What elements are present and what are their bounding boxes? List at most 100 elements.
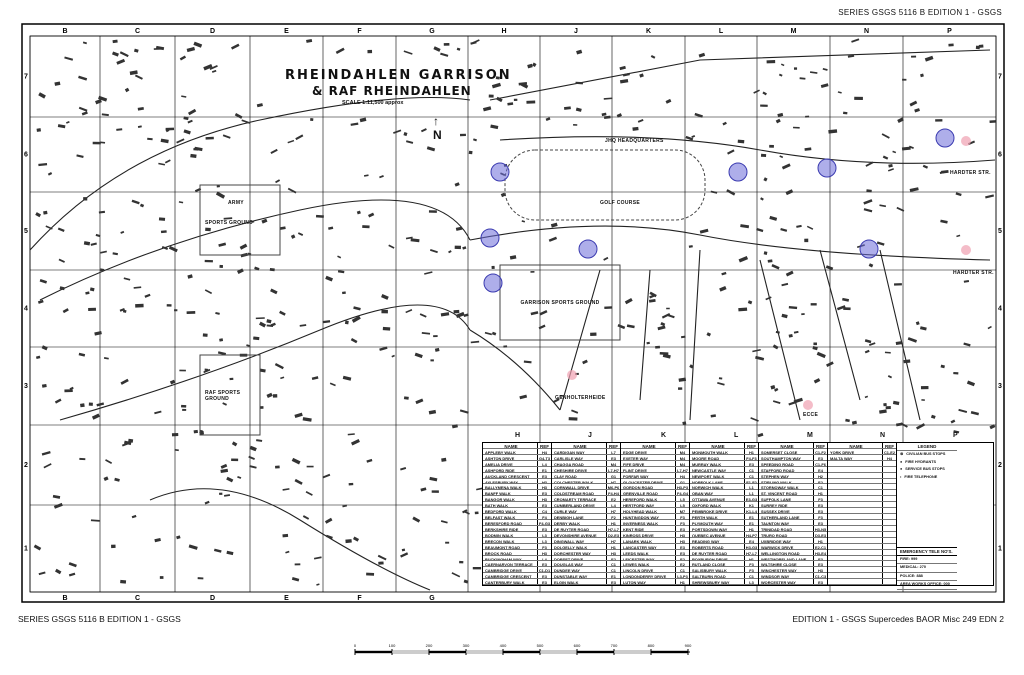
building	[843, 307, 851, 311]
grid-ref: C4	[542, 509, 547, 514]
grid-ref: E3	[818, 509, 823, 514]
building	[843, 111, 848, 115]
blue-location-marker[interactable]	[490, 162, 510, 182]
building	[112, 252, 118, 256]
street-name: ROXBURGH DRIVE	[690, 555, 745, 561]
building	[187, 108, 197, 116]
ref-header: REF	[609, 444, 618, 448]
grid-column-label: G	[429, 28, 435, 35]
street-name: CORNWALL DRIVE	[552, 484, 607, 490]
legend-label: SERVICE BUS STOPS	[905, 467, 945, 472]
grid-row-label-right: 4	[998, 306, 1002, 313]
blue-location-marker[interactable]	[817, 158, 837, 178]
building	[290, 234, 296, 239]
blue-location-marker[interactable]	[859, 239, 879, 259]
street-name: CARDIGAN WAY	[552, 448, 607, 454]
building	[772, 400, 781, 404]
index-row	[828, 472, 896, 479]
street-name: PERTH WALK	[690, 514, 745, 519]
grid-ref: E2	[680, 556, 685, 561]
building	[963, 342, 971, 347]
blue-location-marker[interactable]	[480, 228, 500, 248]
building	[545, 117, 551, 122]
building	[239, 243, 248, 250]
label-genholterheide: GENHOLTERHEIDE	[555, 395, 606, 401]
building	[248, 455, 255, 461]
street-name: APPLEBY WALK	[483, 448, 538, 454]
grid-ref: H3	[542, 550, 547, 555]
building	[876, 241, 885, 246]
building	[89, 287, 95, 292]
building	[231, 458, 239, 462]
building	[523, 360, 532, 364]
building	[112, 39, 118, 44]
building	[953, 430, 960, 434]
grid-row-label-right: 2	[998, 462, 1002, 469]
street-name: LONDONDERRY DRIVE	[621, 573, 676, 579]
building	[883, 402, 887, 407]
building	[484, 331, 493, 336]
building	[137, 125, 142, 128]
building	[38, 571, 46, 576]
pink-location-marker[interactable]	[803, 400, 813, 410]
building	[892, 150, 897, 154]
building	[95, 233, 101, 238]
street-name: TRURO ROAD	[759, 531, 814, 537]
building	[825, 265, 834, 271]
building	[155, 45, 165, 51]
scale-label: 200	[426, 643, 433, 648]
building	[193, 429, 199, 434]
building	[419, 313, 427, 318]
building	[778, 73, 783, 77]
building	[955, 192, 962, 197]
blue-location-marker[interactable]	[578, 239, 598, 259]
pink-location-marker[interactable]	[567, 370, 577, 380]
street-name: DOUGLAS WAY	[552, 561, 607, 567]
building	[428, 409, 437, 415]
building	[813, 342, 817, 346]
blue-location-marker[interactable]	[483, 273, 503, 293]
building	[459, 560, 464, 564]
building	[639, 73, 644, 78]
pink-location-marker[interactable]	[961, 245, 971, 255]
pink-location-marker[interactable]	[961, 136, 971, 146]
street-name: CANTERBURY WALK	[483, 579, 538, 585]
grid-ref: H3	[680, 532, 685, 537]
index-grid-letter: P	[953, 432, 958, 439]
north-arrow-icon: ↑N	[433, 114, 442, 142]
building	[740, 224, 750, 229]
blue-location-marker[interactable]	[728, 162, 748, 182]
building	[405, 236, 413, 240]
grid-column-label-bottom: F	[357, 595, 362, 602]
index-row	[828, 478, 896, 485]
building	[120, 579, 127, 584]
building	[792, 126, 800, 129]
street-name: LANARK WALK	[621, 537, 676, 543]
building	[168, 245, 178, 253]
building	[350, 438, 360, 446]
grid-column-label: J	[574, 28, 578, 35]
building	[348, 482, 354, 486]
building	[752, 349, 761, 353]
building	[624, 297, 633, 305]
building	[362, 225, 370, 229]
blue-location-marker[interactable]	[935, 128, 955, 148]
grid-ref: F4-G3	[538, 520, 551, 525]
